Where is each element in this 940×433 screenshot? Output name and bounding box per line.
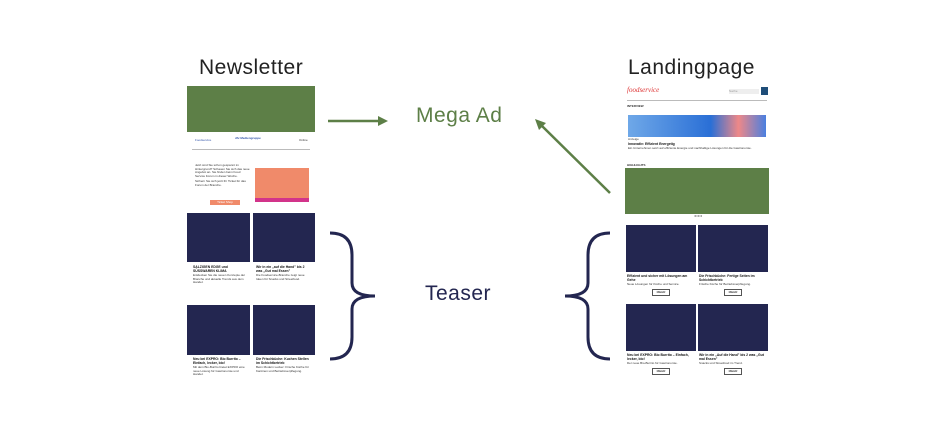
- teaser-image: [626, 304, 696, 351]
- teaser-card: Neu bei EXPRO: Bio Burrito – Einfach, le…: [193, 357, 248, 377]
- article-image: [628, 115, 766, 137]
- article-text: Ein Unternehmen setzt auf effiziente Ene…: [628, 145, 752, 150]
- mega-ad-banner: [625, 168, 769, 214]
- teaser-title[interactable]: Die Frischküche: Fertige Seiten im Schic…: [699, 274, 755, 282]
- newsletter-label: Newsletter: [199, 56, 304, 79]
- more-button[interactable]: MEHR: [724, 367, 742, 375]
- section-heading: INTERVIEW: [627, 104, 644, 108]
- teaser-image: [187, 305, 250, 355]
- teaser-text: Der neue Bio-Burrito für Gastronomie.: [627, 361, 678, 365]
- teaser-image: [698, 304, 768, 351]
- mega-ad-label: Mega Ad: [416, 104, 503, 127]
- teaser-text: Neue Lösungen für Küche und Service.: [627, 282, 680, 286]
- teaser-card: SALZIGEN EDGE und SÜSSWAREN KLIMA Entdec…: [193, 265, 248, 285]
- intro-text: Jetzt sind Sie schon gespannt im Hinterg…: [195, 163, 250, 178]
- teaser-card: Wir in ein „auf die Hand" bis 2 was „Gut…: [256, 265, 311, 281]
- teaser-text: Mit dem Bio-Burrito bietet EXPRO eine ne…: [193, 365, 245, 377]
- article-title[interactable]: Innovativ: Effizient Energetig: [628, 142, 675, 147]
- event-image: [255, 168, 309, 202]
- teaser-text: Frische Küche für Betriebsverpflegung.: [699, 282, 751, 286]
- intro-text-2: Sichern Sie sich jetzt Ihr Ticket für da…: [195, 179, 246, 187]
- more-button[interactable]: MEHR: [652, 288, 670, 296]
- header-right: Online: [299, 138, 308, 142]
- intro-block: Jetzt sind Sie schon gespannt im Hinterg…: [195, 163, 251, 188]
- teaser-title[interactable]: Neu bei EXPRO: Bio Burrito – Einfach, le…: [627, 353, 689, 361]
- teaser-text: Die Foodservice-Branche zeigt neue Ideen…: [256, 273, 305, 281]
- arrow-up-left-icon: [535, 119, 611, 194]
- teaser-card: Effizient und sicher mit Lösungen am Geh…: [627, 274, 695, 296]
- brace-left-icon: [564, 231, 611, 361]
- more-button[interactable]: MEHR: [724, 288, 742, 296]
- article-kicker: Anzeige: [628, 137, 639, 141]
- site-logo: foodservice: [627, 86, 660, 94]
- arrow-right-icon: [328, 116, 388, 126]
- teaser-title[interactable]: Wir in ein „auf die Hand" bis 2 was „Gut…: [256, 265, 305, 273]
- landingpage-label: Landingpage: [628, 56, 755, 79]
- teaser-text: Beim Modern Lecker: Frische Küche für Ka…: [256, 365, 309, 373]
- teaser-title[interactable]: Wir in ein „Auf die Hand" bis 2 was „Gut…: [699, 353, 764, 361]
- teaser-card: Die Frischküche: Fertige Seiten im Schic…: [699, 274, 767, 296]
- more-button[interactable]: MEHR: [652, 367, 670, 375]
- teaser-image: [626, 225, 696, 272]
- teaser-card: Wir in ein „Auf die Hand" bis 2 was „Gut…: [699, 353, 767, 375]
- teaser-image: [253, 305, 315, 355]
- header-left: Foodservice: [195, 138, 212, 142]
- teaser-card: Die Frischküche: Kuchen Stellen im Schic…: [256, 357, 311, 373]
- newsletter-preview: Foodservice dfv Mediengruppe Online Jetz…: [187, 86, 315, 391]
- teaser-text: Entdecken Sie die neuen Konzepte der Bra…: [193, 273, 246, 285]
- search-input[interactable]: Suche: [729, 89, 759, 94]
- teaser-image: [253, 213, 315, 262]
- teaser-title[interactable]: Die Frischküche: Kuchen Stellen im Schic…: [256, 357, 309, 365]
- section-heading: HIGHLIGHTS: [627, 163, 646, 167]
- carousel-dots[interactable]: [694, 215, 702, 217]
- article-block: Anzeige Innovativ: Effizient Energetig E…: [628, 137, 766, 150]
- mega-ad-banner: [187, 86, 315, 132]
- teaser-text: Snacks und Streetfood im Trend.: [699, 361, 743, 365]
- teaser-title[interactable]: SALZIGEN EDGE und SÜSSWAREN KLIMA: [193, 265, 228, 273]
- landingpage-preview: foodservice Suche INTERVIEW Anzeige Inno…: [625, 86, 769, 392]
- teaser-image: [698, 225, 768, 272]
- teaser-label: Teaser: [425, 282, 492, 305]
- teaser-title[interactable]: Neu bei EXPRO: Bio Burrito – Einfach, le…: [193, 357, 241, 365]
- teaser-title[interactable]: Effizient und sicher mit Lösungen am Geh…: [627, 274, 688, 282]
- teaser-image: [187, 213, 250, 262]
- ticket-shop-button[interactable]: Ticket Shop: [210, 200, 240, 205]
- teaser-card: Neu bei EXPRO: Bio Burrito – Einfach, le…: [627, 353, 695, 375]
- brand-logo: dfv Mediengruppe: [235, 136, 261, 140]
- menu-button[interactable]: [761, 87, 768, 95]
- brace-right-icon: [329, 231, 376, 361]
